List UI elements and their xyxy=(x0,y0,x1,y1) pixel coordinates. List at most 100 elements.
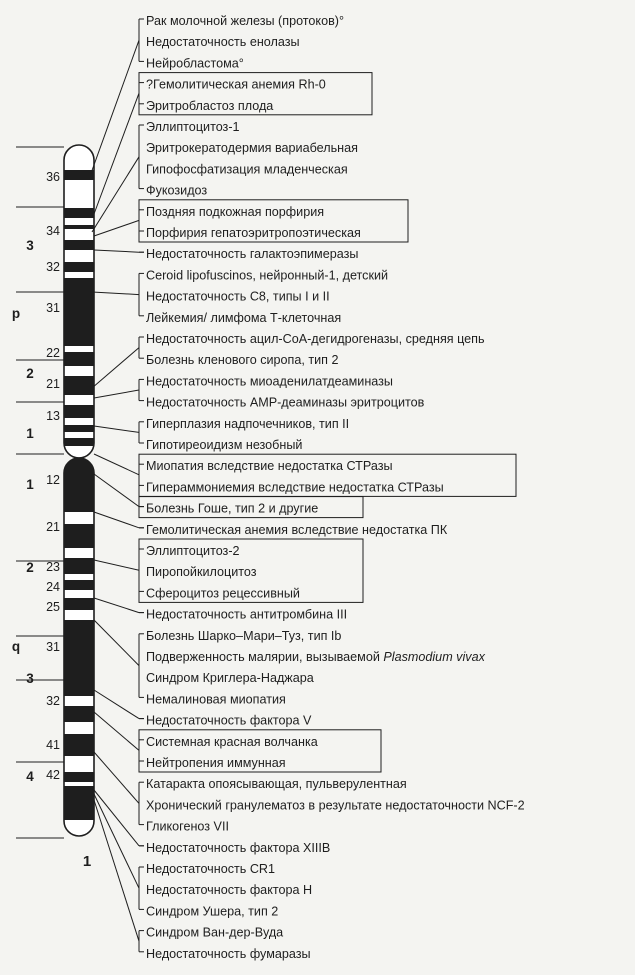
band-label-p36: 36 xyxy=(46,170,60,184)
leader-line xyxy=(93,597,140,614)
disease-name: Недостаточность енолазы xyxy=(146,35,300,49)
disease-label: Нейробластома° xyxy=(146,56,244,70)
region-label-q4: 4 xyxy=(26,769,34,784)
disease-name: Недостаточность миоаденилатдеаминазы xyxy=(146,374,393,388)
disease-name: Синдром Криглера-Наджара xyxy=(146,671,314,685)
band-label-q42: 42 xyxy=(46,768,60,782)
disease-name: ?Гемолитическая анемия Rh-0 xyxy=(146,78,326,92)
disease-label: Лейкемия/ лимфома Т-клеточная xyxy=(146,311,341,325)
band-label-q21: 21 xyxy=(46,520,60,534)
leader-line xyxy=(93,389,140,399)
disease-name: Гликогеноз VII xyxy=(146,820,229,834)
chromosome-band xyxy=(64,225,94,229)
disease-label: Недостаточность CR1 xyxy=(146,862,275,876)
disease-label: Порфирия гепатоэритропоэтическая xyxy=(146,226,361,240)
chromosome-band xyxy=(64,425,94,432)
band-label-q25: 25 xyxy=(46,600,60,614)
disease-label: Пиропойкилоцитоз xyxy=(146,565,257,579)
leader-line xyxy=(89,40,140,177)
disease-label: Гипераммониемия вследствие недостатка СТ… xyxy=(146,480,444,494)
region-label-q3: 3 xyxy=(26,671,34,686)
p-arm xyxy=(64,145,94,458)
chromosome-band xyxy=(64,262,94,272)
leader-line xyxy=(93,425,140,433)
disease-name: Рак молочной железы (протоков)° xyxy=(146,14,344,28)
chromosome-band xyxy=(64,782,94,786)
chromosome-band xyxy=(64,352,94,366)
band-label-q31: 31 xyxy=(46,640,60,654)
chromosome-band xyxy=(64,722,94,734)
chromosome-band xyxy=(64,278,94,346)
chromosome-band xyxy=(64,574,94,580)
leader-line xyxy=(93,711,140,751)
disease-label: Болезнь кленового сиропа, тип 2 xyxy=(146,353,338,367)
disease-name: Системная красная волчанка xyxy=(146,735,318,749)
chromosome-band xyxy=(64,438,94,446)
disease-label: Гликогеноз VII xyxy=(146,820,229,834)
disease-label: Ceroid lipofuscinos, нейронный-1, детски… xyxy=(146,268,388,282)
region-label-p2: 2 xyxy=(26,366,34,381)
disease-name: Эллиптоцитоз-2 xyxy=(146,544,240,558)
disease-label: Гиперплазия надпочечников, тип II xyxy=(146,417,349,431)
connector-lines xyxy=(89,18,144,953)
disease-name: Гипофосфатизация младенческая xyxy=(146,162,348,176)
disease-label: Гипотиреоидизм незобный xyxy=(146,438,302,452)
chromosome-band xyxy=(64,218,94,225)
chromosome-band xyxy=(64,786,94,820)
chromosome-band xyxy=(64,376,94,395)
chromosome-band xyxy=(64,405,94,418)
disease-group-box xyxy=(138,72,373,116)
band-label-p34: 34 xyxy=(46,224,60,238)
disease-label: Катаракта опоясывающая, пульверулентная xyxy=(146,777,407,791)
disease-label: Гемолитическая анемия вследствие недоста… xyxy=(146,523,448,537)
chromosome-band xyxy=(64,590,94,598)
disease-name: Болезнь Шарко–Мари–Туз, тип Ib xyxy=(146,629,341,643)
chromosome-band xyxy=(64,170,94,180)
region-label-q2: 2 xyxy=(26,560,34,575)
disease-group-box xyxy=(138,538,364,603)
leader-line xyxy=(93,799,140,942)
disease-name: Эритрокератодермия вариабельная xyxy=(146,141,358,155)
chromosome-band xyxy=(64,820,94,836)
region-label-p3: 3 xyxy=(26,238,34,253)
disease-label: Недостаточность фактора V xyxy=(146,714,312,728)
disease-name: Лейкемия/ лимфома Т-клеточная xyxy=(146,311,341,325)
leader-line xyxy=(93,751,140,804)
disease-label: Эллиптоцитоз-1 xyxy=(146,120,240,134)
chromosome-band xyxy=(64,229,94,240)
disease-name: Сфероцитоз рецессивный xyxy=(146,586,300,600)
disease-label: Синдром Ушера, тип 2 xyxy=(146,904,278,918)
q-arm-outline xyxy=(63,457,95,837)
disease-name: Болезнь кленового сиропа, тип 2 xyxy=(146,353,338,367)
disease-label: Рак молочной железы (протоков)° xyxy=(146,14,344,28)
leader-line xyxy=(93,559,140,571)
chromosome-band xyxy=(64,598,94,610)
chromosome-band xyxy=(64,620,94,696)
chromosome-band xyxy=(64,180,94,208)
disease-group-boxes xyxy=(138,72,517,773)
leader-line xyxy=(93,793,140,889)
disease-label: Недостаточность енолазы xyxy=(146,35,300,49)
disease-label: Недостаточность фактора Н xyxy=(146,883,312,897)
leader-line xyxy=(91,291,140,296)
disease-label: Миопатия вследствие недостатка СТРазы xyxy=(146,459,393,473)
leader-line xyxy=(91,347,140,389)
chromosome-band xyxy=(64,756,94,772)
disease-name: Недостаточность С8, типы I и II xyxy=(146,290,330,304)
chromosome-band xyxy=(64,418,94,425)
leader-line xyxy=(93,689,140,720)
disease-label: Недостаточность АМР-деаминазы эритроцито… xyxy=(146,396,425,410)
chromosome-band xyxy=(64,346,94,352)
chromosome-band xyxy=(64,272,94,278)
leader-line xyxy=(93,511,140,529)
disease-name: Гипотиреоидизм незобный xyxy=(146,438,302,452)
disease-organism: Plasmodium vivax xyxy=(380,650,486,664)
disease-label: Недостаточность ацил-СоА-дегидрогеназы, … xyxy=(146,332,485,346)
disease-name: Гипераммониемия вследствие недостатка СТ… xyxy=(146,480,444,494)
disease-label: Синдром Ван-дер-Вуда xyxy=(146,926,283,940)
chromosome-band xyxy=(64,458,94,512)
band-label-q23: 23 xyxy=(46,560,60,574)
disease-name: Недостаточность CR1 xyxy=(146,862,275,876)
chromosome-ideogram xyxy=(63,144,95,837)
band-label-q24: 24 xyxy=(46,580,60,594)
